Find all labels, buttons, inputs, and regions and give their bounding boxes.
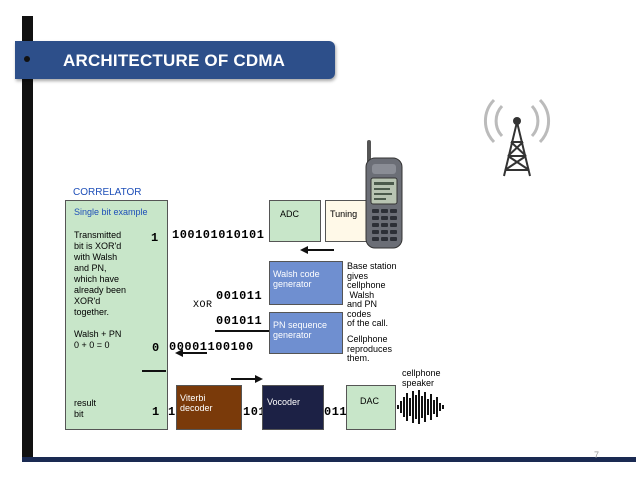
left-rail xyxy=(22,16,33,462)
arrow-left-icon xyxy=(175,349,207,357)
viterbi-label: decoder xyxy=(180,403,213,413)
transmitted-bit: 1 xyxy=(151,231,159,245)
walsh-code-generator: Walsh code generator xyxy=(269,261,343,305)
arrow-right-icon xyxy=(231,375,263,383)
adc-block: ADC xyxy=(269,200,321,242)
result-rule xyxy=(142,370,166,372)
title-bullet xyxy=(24,56,30,62)
pn-stream: 001011 xyxy=(216,314,263,328)
annotation-line: Cellphone xyxy=(347,334,388,344)
speaker-note: cellphone speaker xyxy=(402,368,441,388)
pn-gen-label: generator xyxy=(273,330,312,340)
transmitted-stream: 100101010101 xyxy=(172,228,265,242)
adc-label: ADC xyxy=(280,209,300,219)
correlator-note: Transmitted bit is XOR'd with Walsh and … xyxy=(74,230,126,318)
note-line: with Walsh xyxy=(74,252,118,262)
note-line: Transmitted xyxy=(74,230,122,240)
note-line: which have xyxy=(74,274,120,284)
dac-label: DAC xyxy=(360,396,380,406)
xor-label: XOR xyxy=(193,300,213,311)
viterbi-label: Viterbi xyxy=(180,393,206,403)
title-bar xyxy=(15,41,335,79)
annotation-line: cellphone xyxy=(402,368,441,378)
annotation-line: Base station xyxy=(347,261,397,271)
note-line: already been xyxy=(74,285,127,295)
reproduce-note: Cellphone reproduces them. xyxy=(347,334,393,364)
tuning-label: Tuning xyxy=(330,209,358,219)
annotation-line: cellphone xyxy=(347,280,386,290)
note-line: together. xyxy=(74,307,110,317)
pn-gen-label: PN sequence xyxy=(273,320,328,330)
annotation-line: Walsh xyxy=(347,289,375,300)
sum-line xyxy=(215,330,271,332)
slide-title: ARCHITECTURE OF CDMA xyxy=(63,51,286,70)
result-bit: 1 xyxy=(152,405,160,419)
cellphone-icon xyxy=(365,140,403,249)
combined-stream: 00001100100 xyxy=(169,340,254,354)
result-note: result bit xyxy=(74,398,96,420)
note-line: bit is XOR'd xyxy=(74,241,122,251)
sound-wave-icon xyxy=(397,390,444,424)
walsh-stream: 001011 xyxy=(216,289,263,303)
annotation-line: codes xyxy=(347,308,372,319)
arrow-left-icon xyxy=(300,246,334,254)
annotation-line: them. xyxy=(347,353,370,363)
result-line: bit xyxy=(74,409,84,419)
combined-bit: 0 xyxy=(152,341,160,355)
annotation-line: gives xyxy=(347,270,369,281)
result-stream-tail: 011 xyxy=(324,405,348,419)
vocoder-label: Vocoder xyxy=(267,397,301,407)
correlator-box xyxy=(65,200,168,430)
page-number: 7 xyxy=(594,450,600,460)
result-stream-mid: 101 xyxy=(243,405,267,419)
walsh-pn-line: Walsh + PN xyxy=(74,329,122,339)
correlator-subheading: Single bit example xyxy=(74,207,148,217)
walsh-pn-note: Walsh + PN 0 + 0 = 0 xyxy=(74,329,121,351)
base-station-note: Base station gives cellphone Walsh and P… xyxy=(347,261,397,329)
pn-sequence-generator: PN sequence generator xyxy=(269,312,343,354)
annotation-line: speaker xyxy=(402,378,435,388)
vocoder-block: Vocoder xyxy=(262,385,324,430)
annotation-line: of the call. xyxy=(347,318,389,328)
viterbi-decoder: Viterbi decoder xyxy=(176,385,242,430)
dac-block: DAC xyxy=(346,385,396,430)
note-line: and PN, xyxy=(74,263,107,273)
annotation-line: reproduces xyxy=(347,343,393,354)
walsh-gen-label: Walsh code xyxy=(273,269,320,279)
walsh-pn-line: 0 + 0 = 0 xyxy=(74,340,110,350)
correlator-heading: CORRELATOR xyxy=(73,187,142,198)
annotation-line: and PN xyxy=(347,299,378,309)
result-line: result xyxy=(74,398,97,408)
walsh-gen-label: generator xyxy=(273,279,312,289)
note-line: XOR'd xyxy=(74,296,101,306)
result-stream-prefix: 1 xyxy=(168,405,176,419)
radio-tower-icon xyxy=(483,98,551,177)
bottom-rule xyxy=(22,457,636,462)
